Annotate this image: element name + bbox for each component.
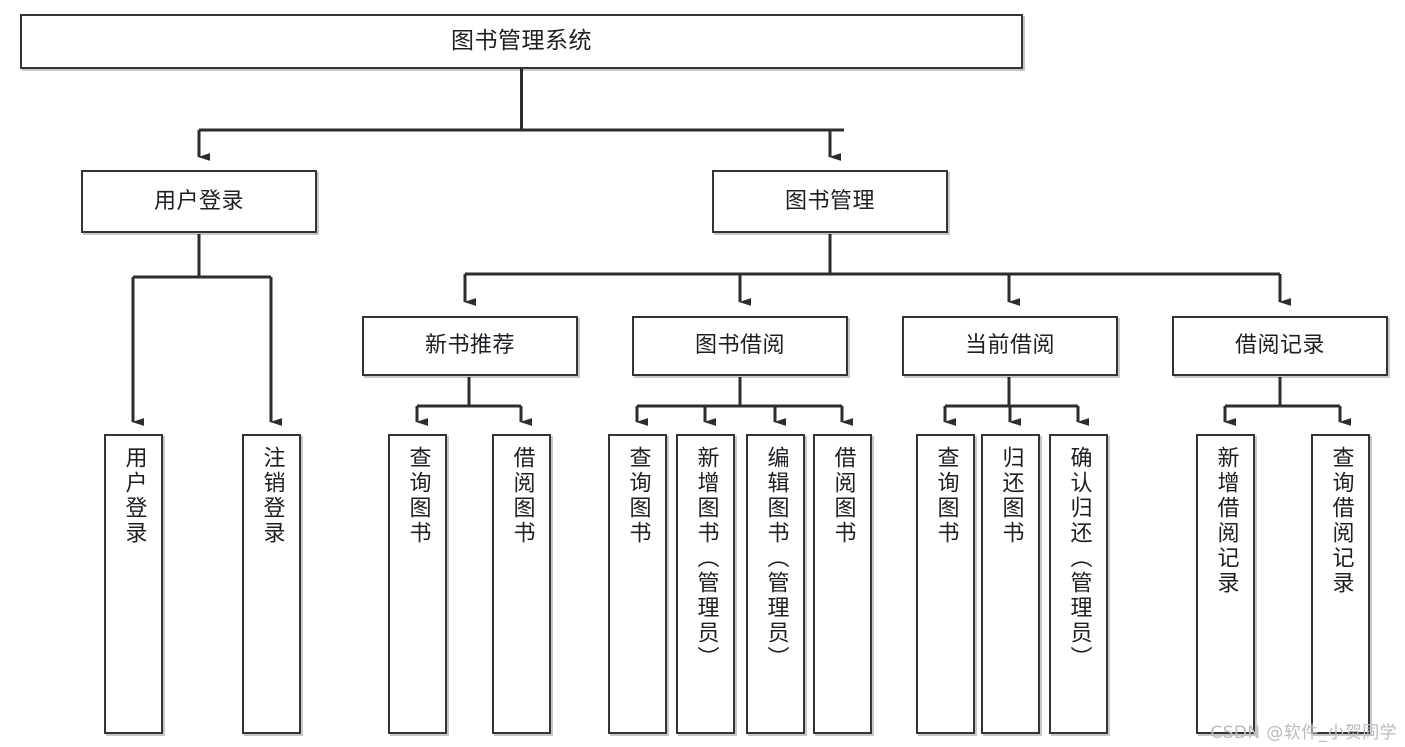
- node-borrow-record[interactable]: 借阅记录: [1172, 316, 1388, 376]
- node-label: 新增借阅记录: [1213, 446, 1239, 596]
- leaf-user-logout[interactable]: 注销登录: [242, 434, 301, 734]
- leaf-add-book[interactable]: 新增图书（管理员）: [676, 434, 735, 734]
- node-label: 图书借阅: [694, 333, 785, 359]
- node-label: 用户登录: [153, 188, 244, 214]
- node-user-login[interactable]: 用户登录: [81, 170, 317, 233]
- leaf-query-book-3[interactable]: 查询图书: [916, 434, 975, 734]
- leaf-query-record[interactable]: 查询借阅记录: [1311, 434, 1370, 734]
- leaf-return-book[interactable]: 归还图书: [981, 434, 1040, 734]
- leaf-borrow-book-2[interactable]: 借阅图书: [813, 434, 872, 734]
- node-label: 确认归还（管理员）: [1066, 446, 1092, 671]
- node-new-book-recommend[interactable]: 新书推荐: [362, 316, 578, 376]
- node-label: 查询图书: [933, 446, 959, 546]
- node-label: 新书推荐: [424, 333, 515, 359]
- node-book-borrow[interactable]: 图书借阅: [632, 316, 848, 376]
- leaf-edit-book[interactable]: 编辑图书（管理员）: [746, 434, 805, 734]
- leaf-query-book-2[interactable]: 查询图书: [608, 434, 667, 734]
- node-label: 借阅图书: [509, 446, 535, 546]
- node-label: 图书管理系统: [451, 27, 592, 54]
- node-label: 查询借阅记录: [1328, 446, 1354, 596]
- node-label: 借阅图书: [830, 446, 856, 546]
- node-label: 归还图书: [998, 446, 1024, 546]
- node-label: 查询图书: [625, 446, 651, 546]
- node-label: 查询图书: [405, 446, 431, 546]
- node-root-system[interactable]: 图书管理系统: [20, 14, 1023, 69]
- node-label: 新增图书（管理员）: [693, 446, 719, 671]
- node-label: 图书管理: [784, 188, 875, 214]
- leaf-borrow-book-1[interactable]: 借阅图书: [492, 434, 551, 734]
- node-label: 编辑图书（管理员）: [763, 446, 789, 671]
- node-label: 借阅记录: [1234, 333, 1325, 359]
- node-book-management[interactable]: 图书管理: [712, 170, 948, 233]
- node-label: 注销登录: [259, 446, 285, 546]
- node-current-borrow[interactable]: 当前借阅: [902, 316, 1118, 376]
- leaf-query-book-1[interactable]: 查询图书: [388, 434, 447, 734]
- leaf-add-record[interactable]: 新增借阅记录: [1196, 434, 1255, 734]
- node-label: 用户登录: [121, 446, 147, 546]
- csdn-watermark: CSDN @软件_小贺同学: [1210, 723, 1397, 743]
- leaf-user-login[interactable]: 用户登录: [104, 434, 163, 734]
- node-label: 当前借阅: [964, 333, 1055, 359]
- leaf-confirm-return[interactable]: 确认归还（管理员）: [1049, 434, 1108, 734]
